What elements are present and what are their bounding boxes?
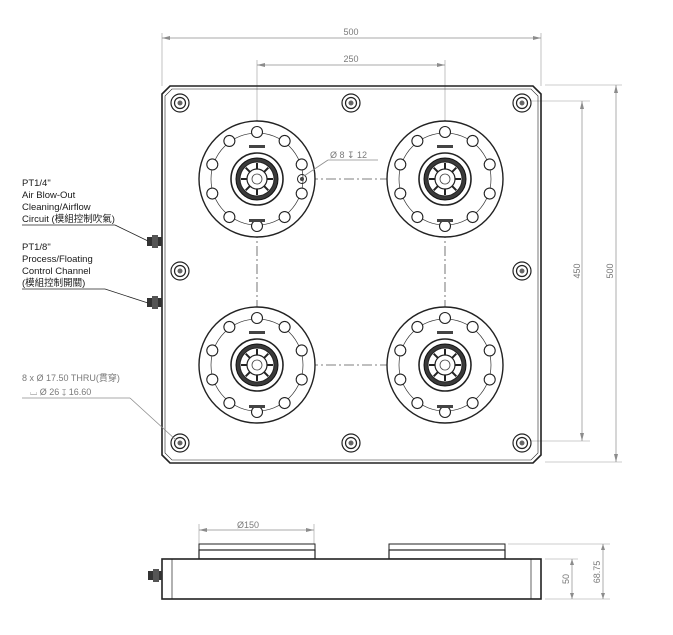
- bolt-hole: [206, 344, 219, 357]
- bolt-hole: [394, 187, 407, 200]
- bolt-hole: [483, 344, 496, 357]
- process-port-line-1: PT1/8": [22, 242, 51, 253]
- bolt-hole: [295, 158, 308, 171]
- bolt-hole: [223, 134, 236, 148]
- bolt-hole: [438, 311, 452, 325]
- air-port-line-1: PT1/4": [22, 178, 51, 189]
- mount-hole-line-2: ⌴ Ø 26 ↧ 16.60: [30, 387, 91, 397]
- bolt-hole: [250, 405, 264, 419]
- mount-hole-note: 8 x Ø 17.50 THRU(貫穿) ⌴ Ø 26 ↧ 16.60: [22, 372, 177, 441]
- bolt-hole: [438, 405, 452, 419]
- bolt-hole: [223, 210, 236, 224]
- clamping-module: [386, 120, 504, 238]
- air-port-line-3: Cleaning/Airflow: [22, 202, 91, 213]
- process-port-line-2: Process/Floating: [22, 254, 93, 265]
- bolt-hole: [278, 134, 291, 148]
- bolt-hole: [250, 311, 264, 325]
- air-port-line-4: Circuit (模組控制吹氣): [22, 213, 115, 225]
- bolt-hole: [206, 158, 219, 171]
- clamping-modules: [198, 120, 504, 424]
- overall-width-dimension: 500: [161, 27, 542, 86]
- bolt-hole: [295, 373, 308, 386]
- bolt-hole: [438, 125, 452, 139]
- clamping-module: [198, 306, 316, 424]
- bolt-hole: [206, 373, 219, 386]
- bolt-hole: [483, 158, 496, 171]
- bolt-hole: [483, 187, 496, 200]
- port-hole-callout: Ø 8 ↧ 12: [297, 150, 378, 184]
- mount-hole: [170, 261, 190, 281]
- mount-hole: [341, 93, 361, 113]
- mount-hole: [512, 261, 532, 281]
- bolt-hole: [394, 344, 407, 357]
- bolt-hole: [394, 158, 407, 171]
- bolt-hole: [295, 187, 308, 200]
- bolt-hole: [466, 134, 479, 148]
- bolt-hole: [411, 320, 424, 334]
- port-hole-label: Ø 8 ↧ 12: [330, 150, 367, 160]
- mount-hole: [170, 433, 190, 453]
- mount-hole: [170, 93, 190, 113]
- total-height-label: 68.75: [592, 561, 602, 584]
- bolt-hole: [250, 219, 264, 233]
- bolt-hole: [278, 396, 291, 410]
- flange-diameter-label: Ø150: [237, 520, 259, 530]
- pitch-width-label: 250: [343, 54, 358, 64]
- bolt-hole: [206, 187, 219, 200]
- pitch-height-dimension: 450: [530, 100, 590, 442]
- bolt-hole: [223, 396, 236, 410]
- overall-height-label: 500: [605, 263, 615, 278]
- mount-hole: [512, 93, 532, 113]
- base-plate-top-view: [161, 85, 542, 464]
- air-port-note: PT1/4" Air Blow-Out Cleaning/Airflow Cir…: [22, 178, 149, 242]
- process-port-line-3: Control Channel: [22, 266, 91, 277]
- bolt-hole: [466, 320, 479, 334]
- bolt-hole: [438, 219, 452, 233]
- bolt-hole: [411, 396, 424, 410]
- bolt-hole: [278, 320, 291, 334]
- mounting-holes: [170, 93, 532, 453]
- bolt-hole: [278, 210, 291, 224]
- bolt-hole: [250, 125, 264, 139]
- mount-hole-line-1: 8 x Ø 17.50 THRU(貫穿): [22, 372, 120, 383]
- bolt-hole: [411, 210, 424, 224]
- overall-width-label: 500: [343, 27, 358, 37]
- clamping-module: [386, 306, 504, 424]
- pitch-width-dimension: 250: [256, 54, 446, 120]
- mount-hole: [341, 433, 361, 453]
- bolt-hole: [483, 373, 496, 386]
- mount-hole: [512, 433, 532, 453]
- bolt-hole: [394, 373, 407, 386]
- air-port-line-2: Air Blow-Out: [22, 190, 76, 201]
- process-port-fitting: [147, 296, 162, 309]
- bolt-hole: [223, 320, 236, 334]
- side-view: Ø150 50 68.75: [148, 520, 610, 600]
- bolt-hole: [295, 344, 308, 357]
- air-port-fitting: [147, 235, 162, 248]
- bolt-hole: [411, 134, 424, 148]
- overall-height-dimension: 500: [545, 84, 622, 463]
- pitch-height-label: 450: [572, 263, 582, 278]
- process-port-note: PT1/8" Process/Floating Control Channel …: [22, 242, 149, 304]
- clamping-module: [198, 120, 316, 238]
- bolt-hole: [466, 210, 479, 224]
- process-port-line-4: (模組控制開關): [22, 277, 85, 289]
- bolt-hole: [466, 396, 479, 410]
- base-height-label: 50: [561, 574, 571, 584]
